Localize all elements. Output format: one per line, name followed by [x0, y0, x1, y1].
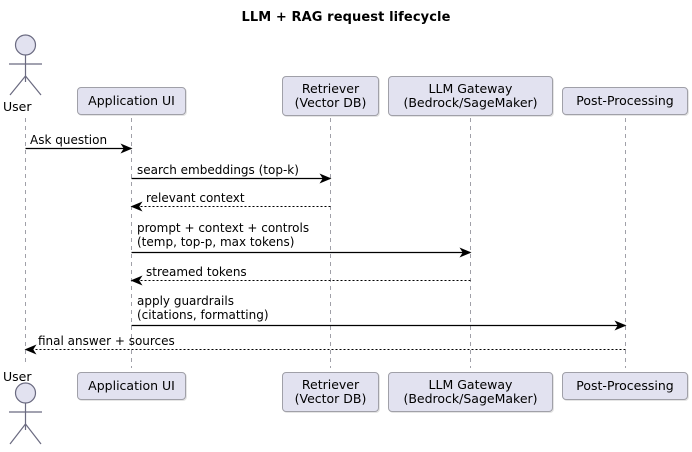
- participant-box-post-processing[interactable]: Post-Processing: [562, 87, 688, 115]
- message-label-prompt-context-controls: prompt + context + controls (temp, top-p…: [137, 221, 309, 249]
- message-label-apply-guardrails: apply guardrails (citations, formatting): [137, 294, 269, 322]
- message-label-line: (temp, top-p, max tokens): [137, 235, 295, 250]
- actor-leg-left: [9, 75, 26, 96]
- actor-label-user-bottom: User: [3, 369, 32, 384]
- actor-user-bottom: [9, 382, 42, 445]
- actor-leg-right: [25, 423, 42, 445]
- actor-head-icon: [14, 382, 37, 404]
- message-label-line: (citations, formatting): [137, 308, 269, 323]
- participant-label-line: Post-Processing: [576, 377, 674, 393]
- actor-head-icon: [14, 34, 37, 56]
- participant-label-line: Retriever: [301, 376, 360, 392]
- participant-footer-box-llm-gateway[interactable]: LLM Gateway (Bedrock/SageMaker): [388, 372, 553, 412]
- actor-leg-right: [25, 75, 42, 96]
- participant-label-line: (Vector DB): [294, 391, 367, 406]
- participant-label-line: (Bedrock/SageMaker): [403, 391, 538, 406]
- participant-label-line: Application UI: [88, 377, 175, 393]
- message-label-line: prompt + context + controls: [137, 221, 310, 235]
- participant-footer-box-retriever[interactable]: Retriever (Vector DB): [282, 372, 379, 412]
- message-label-line: apply guardrails: [137, 294, 234, 308]
- participant-label-line: Retriever: [301, 80, 360, 96]
- participant-box-app-ui[interactable]: Application UI: [77, 87, 186, 115]
- participant-footer-box-app-ui[interactable]: Application UI: [77, 372, 186, 400]
- participant-label-line: (Vector DB): [294, 95, 367, 110]
- participant-label-line: Post-Processing: [576, 92, 674, 108]
- participant-label-line: LLM Gateway: [428, 80, 513, 96]
- actor-leg-left: [9, 423, 26, 445]
- participant-box-llm-gateway[interactable]: LLM Gateway (Bedrock/SageMaker): [388, 76, 553, 116]
- message-label-search-embeddings: search embeddings (top-k): [137, 163, 299, 177]
- lifelines: [25, 118, 626, 368]
- participant-label-line: (Bedrock/SageMaker): [403, 95, 538, 110]
- message-label-final-answer: final answer + sources: [38, 334, 175, 348]
- participant-label-line: Application UI: [88, 92, 175, 108]
- diagram-title: LLM + RAG request lifecycle: [241, 10, 451, 25]
- message-label-ask-question: Ask question: [30, 133, 108, 147]
- actor-user-top: [9, 34, 42, 96]
- participant-label-line: LLM Gateway: [428, 376, 513, 392]
- actor-label-user-top: User: [3, 99, 32, 114]
- participant-footer-box-post-processing[interactable]: Post-Processing: [562, 372, 688, 400]
- participant-box-retriever[interactable]: Retriever (Vector DB): [282, 76, 379, 116]
- message-label-relevant-context: relevant context: [146, 191, 245, 205]
- message-label-streamed-tokens: streamed tokens: [146, 265, 247, 279]
